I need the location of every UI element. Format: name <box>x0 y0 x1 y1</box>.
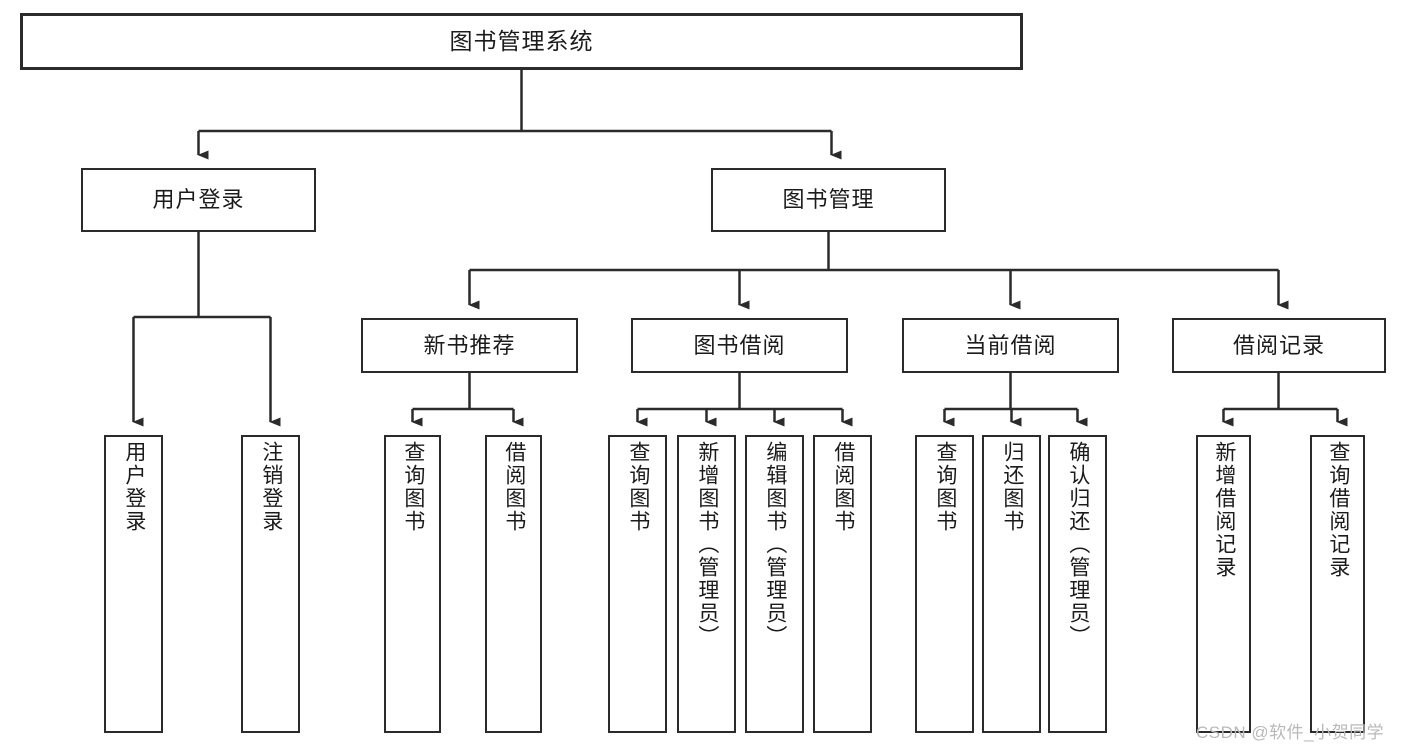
leaf-add-borrow-record[interactable]: 新增借阅记录 <box>1196 435 1251 733</box>
leaf-add-book-admin[interactable]: 新增图书（管理员） <box>677 435 736 733</box>
leaf-edit-book-admin[interactable]: 编辑图书（管理员） <box>745 435 804 733</box>
leaf-label: 注销登录 <box>259 441 283 533</box>
node-new-book-recommend-label: 新书推荐 <box>423 332 516 358</box>
node-book-borrow[interactable]: 图书借阅 <box>631 318 848 373</box>
leaf-label: 查询图书 <box>626 441 650 533</box>
leaf-user-logout[interactable]: 注销登录 <box>241 435 300 733</box>
node-book-borrow-label: 图书借阅 <box>693 332 786 358</box>
node-borrow-record-label: 借阅记录 <box>1232 332 1325 358</box>
node-user-login[interactable]: 用户登录 <box>81 168 316 232</box>
node-user-login-label: 用户登录 <box>152 187 245 212</box>
leaf-label: 查询借阅记录 <box>1326 441 1350 579</box>
leaf-borrow-book[interactable]: 借阅图书 <box>813 435 872 733</box>
node-new-book-recommend[interactable]: 新书推荐 <box>361 318 578 373</box>
leaf-user-login[interactable]: 用户登录 <box>104 435 163 733</box>
node-current-borrow-label: 当前借阅 <box>964 332 1057 358</box>
node-root-label: 图书管理系统 <box>449 28 594 54</box>
leaf-label: 查询图书 <box>933 441 957 533</box>
leaf-label: 新增借阅记录 <box>1212 441 1236 579</box>
node-borrow-record[interactable]: 借阅记录 <box>1172 318 1386 373</box>
node-book-management[interactable]: 图书管理 <box>711 168 946 232</box>
node-current-borrow[interactable]: 当前借阅 <box>902 318 1119 373</box>
leaf-label: 查询图书 <box>401 441 425 533</box>
leaf-borrow-book-recommend[interactable]: 借阅图书 <box>485 435 542 733</box>
leaf-confirm-return-admin[interactable]: 确认归还（管理员） <box>1048 435 1107 733</box>
leaf-label: 编辑图书（管理员） <box>763 441 787 648</box>
leaf-query-book-borrow[interactable]: 查询图书 <box>608 435 667 733</box>
node-book-management-label: 图书管理 <box>782 187 875 212</box>
leaf-label: 用户登录 <box>122 441 146 533</box>
leaf-label: 借阅图书 <box>502 441 526 533</box>
leaf-label: 借阅图书 <box>831 441 855 533</box>
leaf-query-book-current[interactable]: 查询图书 <box>915 435 974 733</box>
leaf-query-book-recommend[interactable]: 查询图书 <box>384 435 441 733</box>
leaf-label: 确认归还（管理员） <box>1066 441 1090 648</box>
leaf-return-book[interactable]: 归还图书 <box>982 435 1041 733</box>
csdn-watermark: CSDN @软件_小贺同学 <box>1196 723 1385 742</box>
node-root[interactable]: 图书管理系统 <box>20 13 1023 70</box>
leaf-query-borrow-record[interactable]: 查询借阅记录 <box>1310 435 1365 733</box>
leaf-label: 新增图书（管理员） <box>695 441 719 648</box>
leaf-label: 归还图书 <box>1000 441 1024 533</box>
